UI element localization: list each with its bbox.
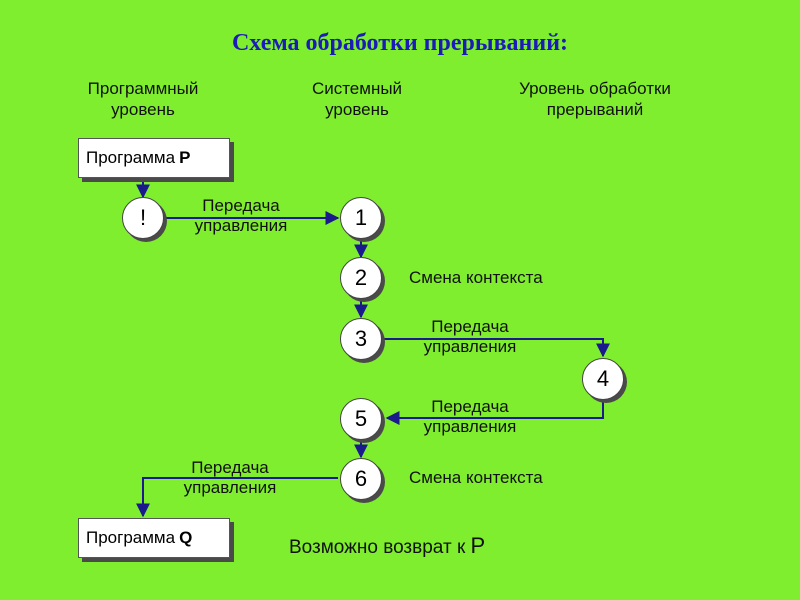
column-header-system-level: Системный уровень <box>272 78 442 120</box>
column-header-line: уровень <box>325 100 389 119</box>
column-header-line: уровень <box>111 100 175 119</box>
edge-label-line: Передача <box>431 317 509 336</box>
program-q-label: Программа <box>86 528 176 547</box>
edge-label-line: Передача <box>191 458 269 477</box>
column-header-line: прерываний <box>546 100 644 119</box>
program-p-box: Программа P <box>78 138 230 178</box>
footer-note-letter: P <box>470 533 486 558</box>
edge-label-line: управления <box>194 216 288 235</box>
edge-label-line: Передача <box>431 397 509 416</box>
edge-label-line: управления <box>183 478 277 497</box>
column-header-line: Программный <box>87 79 199 98</box>
column-header-interrupt-level: Уровень обработки прерываний <box>490 78 700 120</box>
node-5: 5 <box>340 398 382 440</box>
node-3: 3 <box>340 318 382 360</box>
program-q-letter: Q <box>179 528 193 547</box>
edge-label-line: управления <box>423 417 517 436</box>
edge-label-4-to-5: Передача управления <box>405 397 535 437</box>
footer-note-text: Возможно возврат к <box>289 537 466 558</box>
arrow-6-to-q <box>136 477 338 518</box>
column-header-line: Системный <box>311 79 403 98</box>
program-p-letter: P <box>179 148 191 167</box>
program-q-box: Программа Q <box>78 518 230 558</box>
edge-label-6-to-q: Передача управления <box>165 458 295 498</box>
edge-label-excl-to-1: Передача управления <box>176 196 306 236</box>
node-6: 6 <box>340 458 382 500</box>
node-1: 1 <box>340 197 382 239</box>
arrow-3-to-4 <box>383 338 610 358</box>
node-4: 4 <box>582 358 624 400</box>
edge-label-line: управления <box>423 337 517 356</box>
edge-label-3-to-4: Передача управления <box>405 317 535 357</box>
node-2: 2 <box>340 257 382 299</box>
column-header-line: Уровень обработки <box>519 79 671 98</box>
column-header-program-level: Программный уровень <box>58 78 228 120</box>
node-interrupt-signal: ! <box>122 197 164 239</box>
diagram-title: Схема обработки прерываний: <box>231 30 569 56</box>
arrow-4-to-5 <box>385 400 604 425</box>
context-change-label-6: Смена контекста <box>409 468 543 487</box>
edge-label-line: Передача <box>202 196 280 215</box>
footer-note: Возможно возврат к P <box>289 533 485 559</box>
program-p-label: Программа <box>86 148 176 167</box>
context-change-label-2: Смена контекста <box>409 268 543 287</box>
